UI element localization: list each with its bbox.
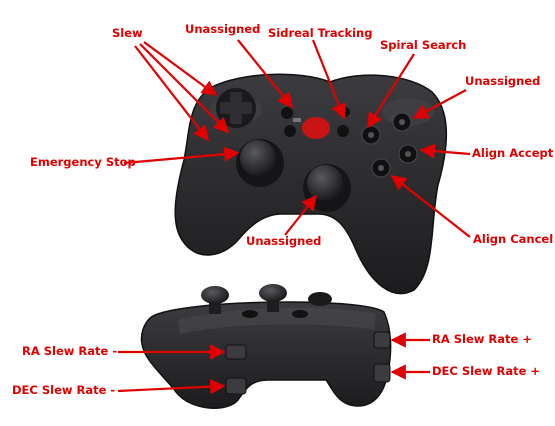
logo-button: [302, 117, 330, 139]
side-sticks: [201, 284, 332, 318]
arrow-slew-1: [143, 41, 218, 96]
label-align-cancel: Align Cancel: [473, 232, 554, 246]
arrow-align-cancel: [390, 175, 471, 238]
arrow-align-accept: [419, 143, 471, 159]
label-emergency-stop: Emergency Stop: [30, 155, 136, 169]
arrow-unassigned-right: [412, 89, 467, 119]
label-unassigned-bottom: Unassigned: [246, 234, 322, 248]
annotation-arrows: [117, 39, 471, 395]
label-sidereal-tracking: Sidreal Tracking: [268, 26, 373, 40]
label-slew: Slew: [112, 26, 143, 40]
arrow-spiral-search: [367, 53, 415, 129]
label-unassigned-top: Unassigned: [185, 22, 261, 36]
label-dec-slew-rate-minus: DEC Slew Rate -: [12, 383, 116, 397]
label-dec-slew-rate-plus: DEC Slew Rate +: [432, 364, 541, 378]
label-unassigned-right: Unassigned: [465, 74, 541, 88]
controller-side-view: [140, 284, 392, 409]
arrow-emergency-stop: [123, 146, 240, 165]
face-buttons: [361, 112, 418, 178]
arrow-slew-2: [139, 43, 230, 134]
label-ra-slew-rate-minus: RA Slew Rate -: [22, 344, 118, 358]
controller-top-view: [174, 73, 447, 295]
label-ra-slew-rate-plus: RA Slew Rate +: [432, 332, 532, 346]
arrow-sidereal-tracking: [311, 39, 347, 120]
arrow-unassigned-bottom: [284, 194, 317, 236]
label-spiral-search: Spiral Search: [380, 38, 467, 52]
center-buttons: [281, 107, 350, 139]
label-align-accept: Align Accept: [472, 146, 554, 160]
dpad: [216, 88, 256, 128]
arrow-unassigned-top: [237, 39, 293, 109]
arrow-dec-slew-minus: [117, 378, 226, 395]
arrow-slew-3: [134, 45, 209, 142]
